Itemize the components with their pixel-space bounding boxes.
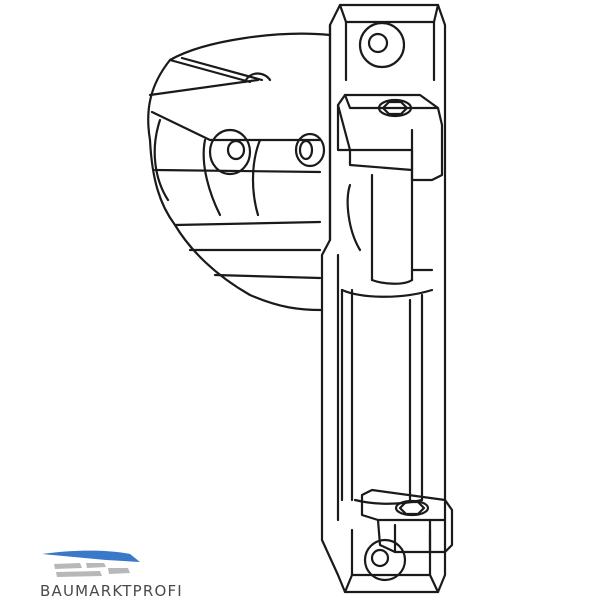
rosette-disc [147, 32, 332, 312]
rosette-screw-holes [208, 128, 326, 176]
bottom-screw-hole [363, 538, 407, 582]
top-screw-hole [358, 21, 406, 69]
mounting-plate [320, 3, 447, 594]
top-knuckle [336, 93, 444, 182]
hinge-barrel [340, 173, 434, 505]
roof-logo-icon [42, 550, 140, 577]
baumarktprofi-logo: BAUMARKTPROFI [40, 548, 182, 600]
bottom-knuckle [360, 488, 454, 554]
logo-wordmark: BAUMARKTPROFI [40, 582, 183, 600]
